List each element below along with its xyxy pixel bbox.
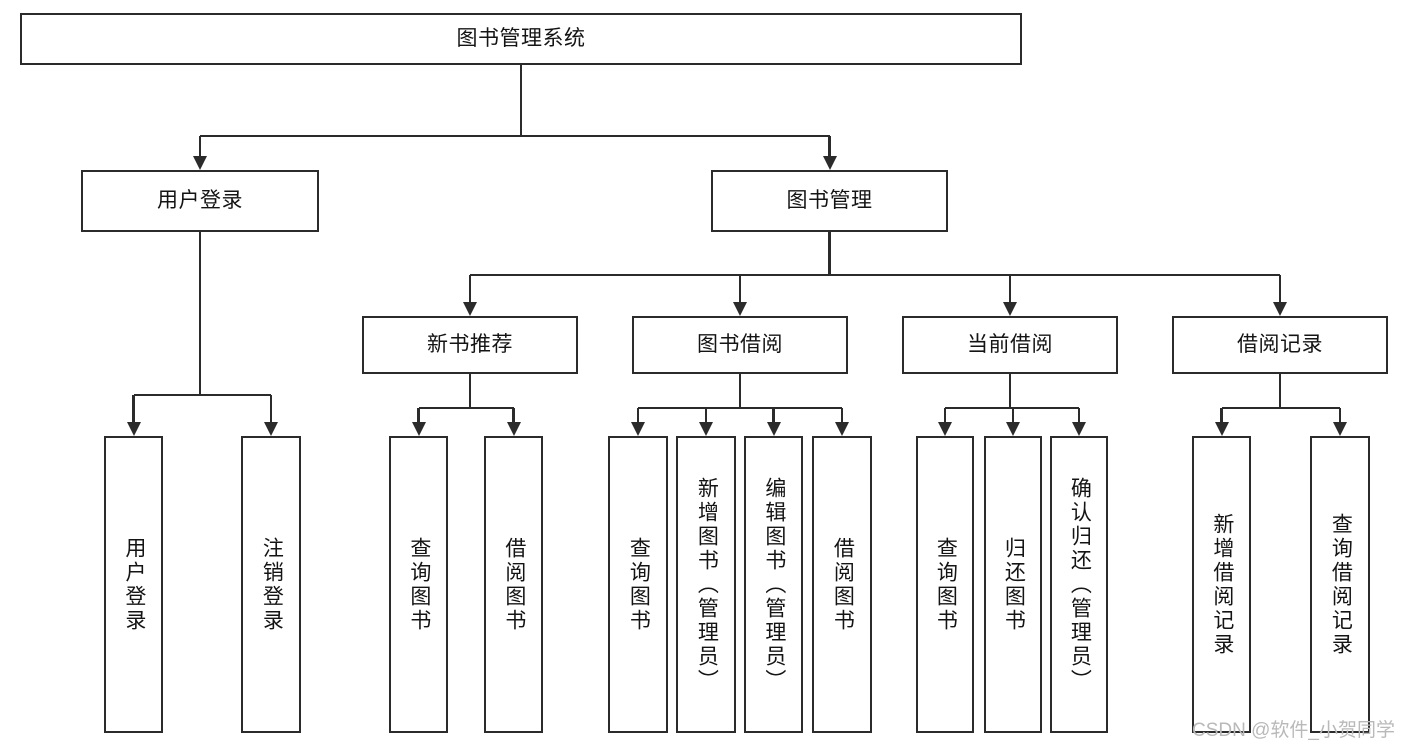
root-to-level2-drop-1	[828, 136, 831, 157]
book-manage-to-level3-drop-2	[1008, 275, 1012, 303]
new-book-to-leaves-stem	[468, 374, 472, 408]
borrow-record-to-leaves-arrowhead-1	[1333, 422, 1347, 436]
book-borrow-to-leaves-drop-2	[772, 408, 775, 423]
node-label: 注销登录	[260, 536, 284, 633]
new-book-to-leaves-bus	[418, 406, 514, 410]
book-borrow-to-leaves-bus	[638, 406, 842, 410]
node-label: 查询图书	[627, 536, 651, 633]
node-label: 借阅记录	[1237, 332, 1323, 356]
node-label: 用户登录	[157, 188, 243, 212]
root-to-level2-drop-0	[198, 136, 202, 157]
book-borrow-to-leaves-arrowhead-3	[835, 422, 849, 436]
node-borrow-record[interactable]: 借阅记录	[1172, 316, 1388, 374]
node-label: 当前借阅	[967, 332, 1053, 356]
book-borrow-to-leaves-stem	[738, 374, 742, 408]
book-borrow-to-leaves-arrowhead-1	[699, 422, 713, 436]
user-login-to-leaves-arrowhead-0	[126, 422, 141, 436]
node-label: 借阅图书	[831, 536, 855, 633]
root-to-level2-bus	[200, 134, 830, 138]
node-label: 查询图书	[407, 536, 431, 633]
borrow-record-to-leaves-drop-0	[1220, 408, 1223, 423]
borrow-record-to-leaves-arrowhead-0	[1214, 422, 1229, 436]
node-leaf-add-book-admin[interactable]: 新增图书（管理员）	[676, 436, 736, 733]
current-borrow-to-leaves-arrowhead-0	[938, 422, 952, 436]
book-manage-to-level3-arrowhead-3	[1273, 302, 1287, 316]
book-manage-to-level3-arrowhead-0	[463, 302, 477, 316]
book-borrow-to-leaves-drop-3	[840, 408, 844, 423]
root-to-level2-arrowhead-0	[193, 156, 207, 170]
book-manage-to-level3-arrowhead-2	[1003, 302, 1017, 316]
book-manage-to-level3-drop-1	[738, 275, 742, 303]
book-manage-to-level3-stem	[828, 232, 831, 275]
node-label: 借阅图书	[502, 536, 526, 633]
node-label: 新书推荐	[427, 332, 513, 356]
current-borrow-to-leaves-stem	[1008, 374, 1012, 408]
book-borrow-to-leaves-arrowhead-0	[631, 422, 645, 436]
node-leaf-borrow-book-1[interactable]: 借阅图书	[484, 436, 543, 733]
node-user-login[interactable]: 用户登录	[81, 170, 319, 232]
node-leaf-query-book-1[interactable]: 查询图书	[389, 436, 448, 733]
node-label: 图书管理系统	[456, 26, 586, 50]
node-label: 编辑图书（管理员）	[762, 476, 786, 693]
borrow-record-to-leaves-bus	[1221, 406, 1340, 410]
node-label: 归还图书	[1002, 536, 1026, 633]
current-borrow-to-leaves-drop-2	[1077, 408, 1081, 423]
user-login-to-leaves-stem	[198, 232, 202, 395]
borrow-record-to-leaves-stem	[1278, 374, 1282, 408]
csdn-watermark: CSDN @软件_小贺同学	[1192, 720, 1395, 741]
node-leaf-confirm-return-admin[interactable]: 确认归还（管理员）	[1050, 436, 1108, 733]
node-leaf-query-book-3[interactable]: 查询图书	[916, 436, 974, 733]
book-manage-to-level3-drop-3	[1278, 275, 1282, 303]
book-borrow-to-leaves-drop-1	[704, 408, 708, 423]
new-book-to-leaves-arrowhead-1	[506, 422, 521, 436]
new-book-to-leaves-drop-0	[417, 408, 420, 423]
new-book-to-leaves-arrowhead-0	[411, 422, 426, 436]
node-label: 新增借阅记录	[1210, 512, 1234, 657]
node-new-book-recommend[interactable]: 新书推荐	[362, 316, 578, 374]
user-login-to-leaves-drop-1	[269, 395, 273, 423]
book-manage-to-level3-arrowhead-1	[733, 302, 747, 316]
user-login-to-leaves-bus	[133, 393, 271, 397]
node-leaf-add-borrow-record[interactable]: 新增借阅记录	[1192, 436, 1251, 733]
current-borrow-to-leaves-drop-1	[1011, 408, 1015, 423]
borrow-record-to-leaves-drop-1	[1338, 408, 1342, 423]
node-leaf-edit-book-admin[interactable]: 编辑图书（管理员）	[744, 436, 803, 733]
node-label: 图书管理	[786, 188, 873, 212]
new-book-to-leaves-drop-1	[512, 408, 515, 423]
node-leaf-borrow-book-2[interactable]: 借阅图书	[812, 436, 872, 733]
node-leaf-query-book-2[interactable]: 查询图书	[608, 436, 668, 733]
node-label: 用户登录	[122, 536, 146, 633]
node-root-book-management-system[interactable]: 图书管理系统	[20, 13, 1022, 65]
user-login-to-leaves-drop-0	[132, 395, 135, 423]
user-login-to-leaves-arrowhead-1	[264, 422, 278, 436]
node-current-borrow[interactable]: 当前借阅	[902, 316, 1118, 374]
book-manage-to-level3-drop-0	[468, 275, 472, 303]
node-label: 查询借阅记录	[1329, 512, 1353, 657]
node-book-borrow[interactable]: 图书借阅	[632, 316, 848, 374]
node-label: 查询图书	[934, 536, 958, 633]
book-borrow-to-leaves-drop-0	[636, 408, 640, 423]
root-to-level2-stem	[519, 65, 523, 136]
book-borrow-to-leaves-arrowhead-2	[766, 422, 781, 436]
node-leaf-logout-login[interactable]: 注销登录	[241, 436, 301, 733]
node-label: 新增图书（管理员）	[695, 476, 719, 693]
book-manage-to-level3-bus	[470, 273, 1280, 277]
node-label: 确认归还（管理员）	[1068, 476, 1092, 693]
node-leaf-query-borrow-record[interactable]: 查询借阅记录	[1310, 436, 1370, 733]
node-leaf-user-login[interactable]: 用户登录	[104, 436, 163, 733]
current-borrow-to-leaves-arrowhead-2	[1072, 422, 1086, 436]
node-label: 图书借阅	[697, 332, 783, 356]
current-borrow-to-leaves-arrowhead-1	[1006, 422, 1020, 436]
root-to-level2-arrowhead-1	[822, 156, 837, 170]
node-book-management[interactable]: 图书管理	[711, 170, 948, 232]
current-borrow-to-leaves-drop-0	[943, 408, 947, 423]
node-leaf-return-book[interactable]: 归还图书	[984, 436, 1042, 733]
